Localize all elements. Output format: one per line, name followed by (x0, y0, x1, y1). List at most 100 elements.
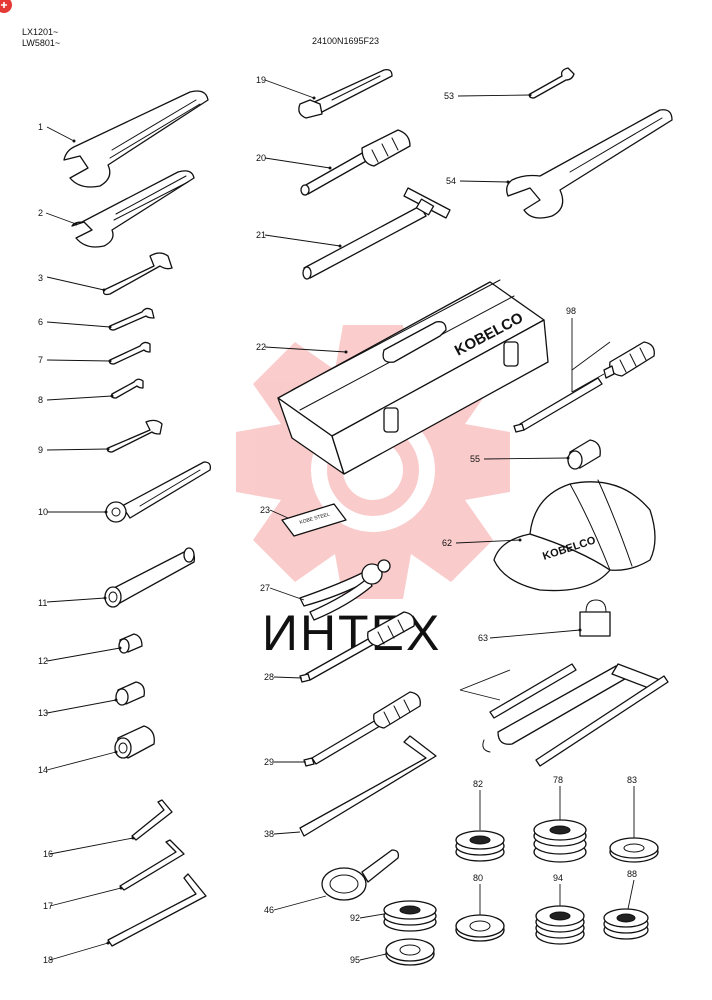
part-53-wrench-icon (528, 67, 575, 99)
part-11-leader (46, 597, 106, 603)
part-12-socket-icon (118, 633, 143, 654)
part-9-wrench-icon (106, 419, 163, 453)
part-7-wrench-icon (108, 341, 151, 365)
part-18-hexkey-icon (107, 873, 207, 947)
part-94-shim-icon (383, 900, 437, 932)
part-7-label: 7 (38, 355, 43, 365)
part-62-label: 62 (442, 538, 452, 548)
part-27-leader (269, 587, 305, 601)
part-94-label: 92 (350, 913, 360, 923)
part-8-label: 8 (38, 395, 43, 405)
part-22-leader (264, 346, 347, 353)
part-21-label: 21 (256, 230, 266, 240)
part-17-hexkey-icon (119, 839, 185, 891)
part-54-label: 54 (446, 176, 456, 186)
part-18-leader (49, 942, 109, 961)
part-55-socket-icon (567, 439, 601, 470)
part-98-screwdriver-icon (513, 341, 655, 433)
part-29-screwdriver-icon (303, 691, 421, 767)
part-13-leader (46, 699, 117, 714)
part-62-cap-icon: KOBELCO (493, 479, 656, 592)
part-9-leader (46, 448, 109, 451)
part-27-label: 27 (260, 583, 270, 593)
part-83-washer-icon (609, 837, 659, 863)
part-13-socket-icon (115, 681, 145, 706)
drawing-number: 24100N1695F23 (312, 36, 379, 46)
part-63-leader (489, 629, 581, 639)
part-83-label: 83 (627, 775, 637, 785)
part-17-label: 17 (43, 901, 53, 911)
part-6-leader (46, 321, 111, 328)
part-54-leader (459, 180, 509, 183)
part-53-label: 53 (444, 91, 454, 101)
part-23-leader (269, 509, 289, 519)
part-21-leader (264, 234, 341, 247)
part-23-label: 23 (260, 505, 270, 515)
part-3-leader (46, 276, 105, 291)
part-55-leader (483, 457, 569, 460)
part-18-label: 18 (43, 955, 53, 965)
part-94-leader (359, 913, 385, 919)
part-98-label: 98 (566, 306, 576, 316)
part-14-leader (46, 751, 117, 771)
part-11-label: 11 (38, 598, 47, 608)
part-16-leader (49, 837, 134, 855)
part-16-label: 16 (43, 849, 53, 859)
part-38-leader (273, 831, 301, 835)
part-3-wrench-icon (102, 252, 173, 296)
part-19-leader (264, 79, 315, 99)
part-16-hexkey-icon (131, 799, 173, 841)
part-46-leader (273, 895, 327, 911)
leader-dots (72, 93, 582, 945)
part-1-wrench-icon (63, 90, 209, 188)
part-95-leader (359, 953, 387, 961)
corner-badge-icon (0, 0, 12, 13)
part-12-leader (46, 647, 121, 662)
part-19-label: 19 (256, 75, 266, 85)
part-80-washer-icon (455, 914, 505, 942)
part-28-screwdriver-icon (299, 611, 415, 683)
part-1-leader (46, 126, 75, 142)
part-28-label: 28 (264, 672, 274, 682)
part-62-leader (455, 539, 521, 544)
part-20-label: 20 (256, 153, 266, 163)
part-17-leader (49, 887, 122, 907)
part-12-label: 12 (38, 656, 48, 666)
part-54-hook-wrench-icon (506, 109, 673, 219)
part-11-extension-icon (104, 547, 196, 608)
grease-gun-icon (482, 663, 669, 767)
part-23-nameplate-icon: KOBE STEEL (281, 503, 347, 537)
part-13-label: 13 (38, 708, 48, 718)
grease-gun-leader-2 (459, 669, 511, 691)
part-10-label: 10 (38, 507, 48, 517)
part-82-label: 82 (473, 779, 483, 789)
part-98-leader-2 (571, 341, 611, 371)
part-27-pliers-icon (299, 559, 391, 621)
part-38-label: 38 (264, 829, 274, 839)
part-10-ratchet-icon (105, 461, 212, 523)
part-63-padlock-icon (579, 599, 611, 637)
part-2-leader (45, 212, 77, 225)
part-28-leader (273, 676, 303, 679)
part-92-shim-icon (535, 905, 585, 945)
part-19-adjustable-wrench-icon (298, 68, 393, 119)
part-88-shim-icon (603, 908, 649, 940)
part-20-leader (264, 157, 331, 169)
model-number-2: LW5801~ (22, 38, 60, 48)
part-2-wrench-icon (71, 170, 195, 248)
part-1-label: 1 (38, 122, 43, 132)
part-88-leader (627, 879, 635, 910)
part-92-label: 94 (553, 873, 563, 883)
part-95-washer-icon (385, 938, 435, 966)
part-3-label: 3 (38, 273, 43, 283)
part-14-label: 14 (38, 765, 48, 775)
part-98-leader-3 (571, 373, 605, 393)
model-number-1: LX1201~ (22, 27, 58, 37)
part-9-label: 9 (38, 445, 43, 455)
grease-gun-leader (459, 689, 501, 701)
part-53-leader (457, 94, 531, 97)
part-29-label: 29 (264, 757, 274, 767)
part-78-shim-icon (533, 819, 587, 863)
part-6-wrench-icon (108, 307, 155, 331)
